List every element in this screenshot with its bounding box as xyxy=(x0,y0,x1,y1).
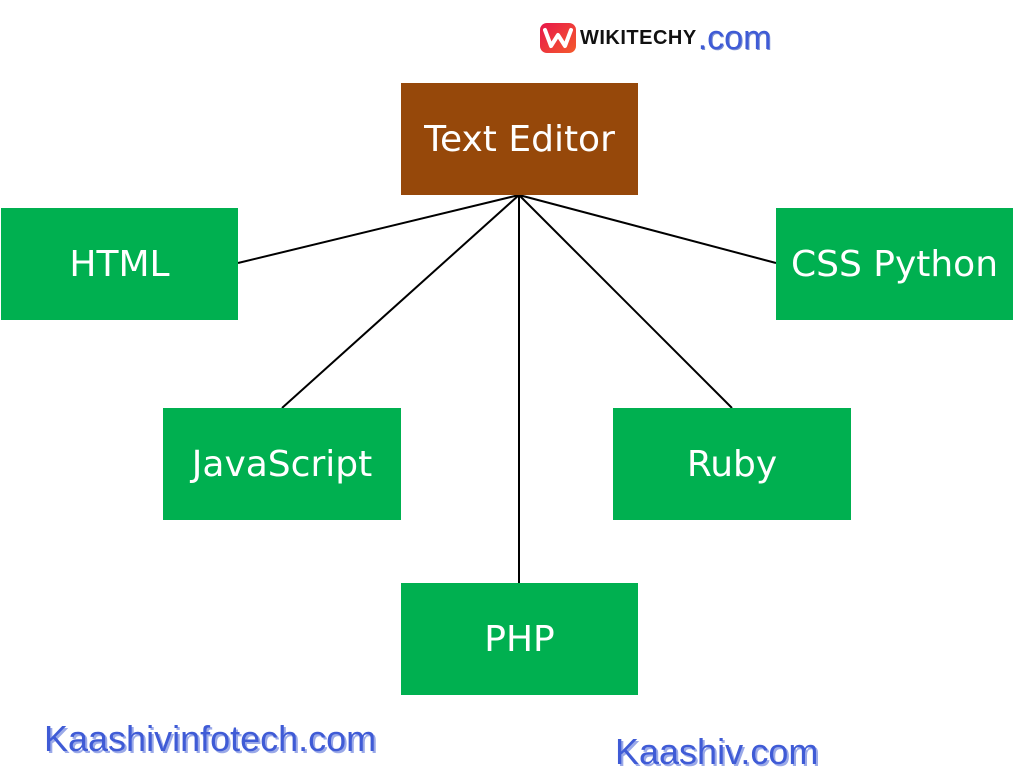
edge-text-editor-to-html xyxy=(237,194,520,264)
node-label-php: PHP xyxy=(484,618,555,660)
edge-text-editor-to-js xyxy=(281,194,520,409)
node-text-editor: Text Editor xyxy=(401,83,638,195)
node-label-html: HTML xyxy=(69,243,170,285)
node-php: PHP xyxy=(401,583,638,695)
node-label-ruby: Ruby xyxy=(686,443,778,485)
node-label-text-editor: Text Editor xyxy=(424,118,615,160)
connector-lines xyxy=(237,194,777,583)
watermark-kaashiv: Kaashiv.com xyxy=(615,731,819,772)
edge-text-editor-to-css xyxy=(518,194,777,264)
wikitechy-logo: WIKITECHY .com xyxy=(540,20,771,56)
node-javascript: JavaScript xyxy=(163,408,401,520)
node-css-python: CSS Python xyxy=(776,208,1013,320)
node-label-css-python: CSS Python xyxy=(790,243,999,285)
edge-text-editor-to-ruby xyxy=(518,194,733,409)
logo-suffix: .com xyxy=(697,19,772,57)
node-html: HTML xyxy=(1,208,238,320)
node-label-javascript: JavaScript xyxy=(191,443,373,485)
node-ruby: Ruby xyxy=(613,408,851,520)
watermark-kaashivinfotech: Kaashivinfotech.com xyxy=(44,718,377,759)
wikitechy-logo-icon xyxy=(540,23,576,53)
logo-name: WIKITECHY xyxy=(580,26,697,49)
w-mark-icon xyxy=(543,28,573,48)
